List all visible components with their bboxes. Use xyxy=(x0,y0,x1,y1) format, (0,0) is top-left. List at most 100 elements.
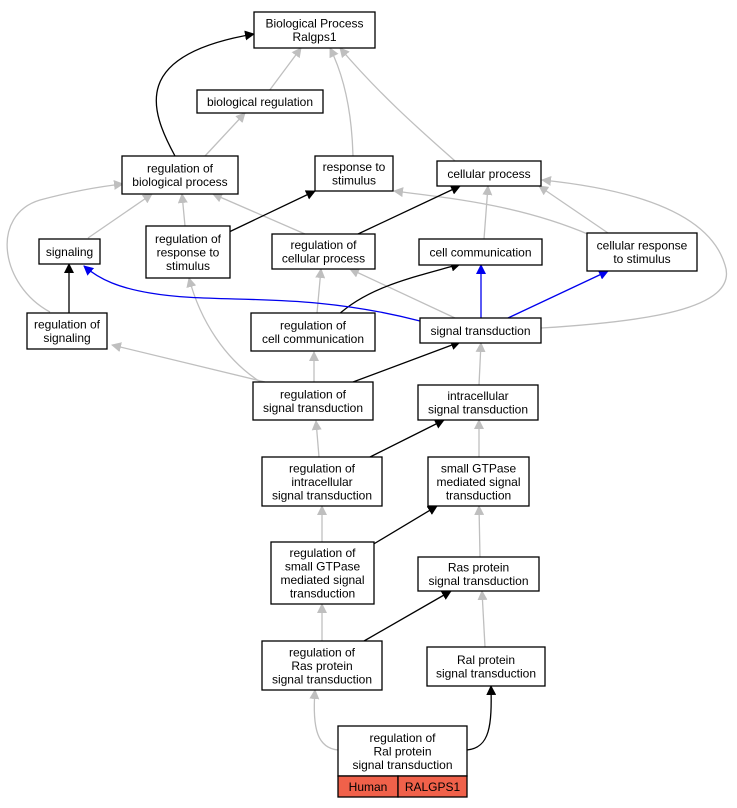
edge-bioreg-bp xyxy=(268,47,302,92)
node-label-line: cellular process xyxy=(447,167,530,181)
node-label-line: mediated signal xyxy=(280,573,364,587)
node-label-line: stimulus xyxy=(166,259,210,273)
node-bioreg[interactable]: biological regulation xyxy=(196,89,324,114)
node-label-line: mediated signal xyxy=(436,475,520,489)
node-label-line: cell communication xyxy=(262,332,364,346)
node-box xyxy=(427,456,530,507)
node-box xyxy=(270,541,375,605)
node-label-line: regulation of xyxy=(280,319,347,333)
edge-regsig-regbp xyxy=(6,179,124,313)
node-label-line: signal transduction xyxy=(272,672,372,686)
node-label-line: transduction xyxy=(446,488,511,502)
node-box xyxy=(250,312,376,352)
node-box xyxy=(337,725,468,777)
edge-regras-ras xyxy=(363,590,452,642)
node-box xyxy=(261,456,383,507)
edge-sig-regbp xyxy=(87,193,153,239)
node-cellcomm[interactable]: cell communication xyxy=(418,238,543,266)
node-label-line: regulation of xyxy=(289,645,356,659)
edge-st-regcell xyxy=(349,268,456,319)
node-label-line: regulation of xyxy=(280,388,347,402)
node-label-line: cellular process xyxy=(282,252,365,266)
node-label-line: small GTPase xyxy=(285,560,361,574)
edge-regcc-regcell xyxy=(315,268,326,314)
edge-regresp-regbp xyxy=(177,193,188,227)
edge-regcell-cellproc xyxy=(357,185,461,235)
node-box xyxy=(314,155,394,192)
node-label-line: intracellular xyxy=(291,475,352,489)
node-label-line: signal transduction xyxy=(428,403,528,417)
tag-cell xyxy=(397,775,468,798)
node-box xyxy=(419,317,542,344)
node-cellproc[interactable]: cellular process xyxy=(436,160,542,187)
node-label-line: cellular response xyxy=(597,239,688,253)
node-label-line: response to xyxy=(157,245,220,259)
node-label-line: regulation of xyxy=(155,232,222,246)
edge-regral-regras xyxy=(309,689,339,751)
edges xyxy=(6,30,728,751)
node-box xyxy=(261,640,383,691)
node-st[interactable]: signal transduction xyxy=(419,317,542,344)
edge-regbp-bp xyxy=(155,30,255,157)
edge-ral-ras xyxy=(477,590,488,648)
node-label-line: intracellular xyxy=(447,389,508,403)
edge-cellproc-bp xyxy=(339,47,456,162)
node-label-line: regulation of xyxy=(34,318,101,332)
node-box xyxy=(271,233,376,270)
edge-st-cellresp xyxy=(507,270,609,319)
node-label-line: signaling xyxy=(43,331,90,345)
node-box xyxy=(417,556,540,592)
edge-cellcomm-cellproc xyxy=(482,185,493,240)
node-label-line: signaling xyxy=(46,245,93,259)
edge-regst-regsig xyxy=(111,342,266,383)
edge-ist-st xyxy=(475,342,486,386)
node-box xyxy=(196,89,324,114)
edge-regbp-bioreg xyxy=(204,112,246,157)
edge-st-cellproc xyxy=(540,175,728,329)
edge-cellresp-cellproc xyxy=(538,185,609,234)
node-box xyxy=(418,238,543,266)
node-label-line: response to xyxy=(323,160,386,174)
node-label-line: stimulus xyxy=(332,174,376,188)
edge-resp-bp xyxy=(329,47,354,157)
node-label-line: Ralgps1 xyxy=(292,30,336,44)
node-box xyxy=(38,238,101,265)
node-label-line: signal transduction xyxy=(263,401,363,415)
node-label-line: signal transduction xyxy=(272,488,372,502)
node-label-line: Ral protein xyxy=(373,744,431,758)
node-label-line: small GTPase xyxy=(441,461,517,475)
node-label-line: regulation of xyxy=(289,546,356,560)
node-box xyxy=(436,160,542,187)
node-label-line: cell communication xyxy=(429,245,531,259)
node-label-line: Ral protein xyxy=(457,653,515,667)
edge-regist-ist xyxy=(369,419,445,458)
edge-regst-st xyxy=(352,340,461,383)
edge-st-sig xyxy=(83,265,421,322)
node-label-line: biological regulation xyxy=(207,95,313,109)
node-label-line: Biological Process xyxy=(265,17,363,31)
edge-cellresp-resp xyxy=(393,187,591,236)
node-label-line: regulation of xyxy=(369,731,436,745)
node-box xyxy=(426,646,546,687)
node-label-line: regulation of xyxy=(290,238,357,252)
node-sig[interactable]: signaling xyxy=(38,238,101,265)
